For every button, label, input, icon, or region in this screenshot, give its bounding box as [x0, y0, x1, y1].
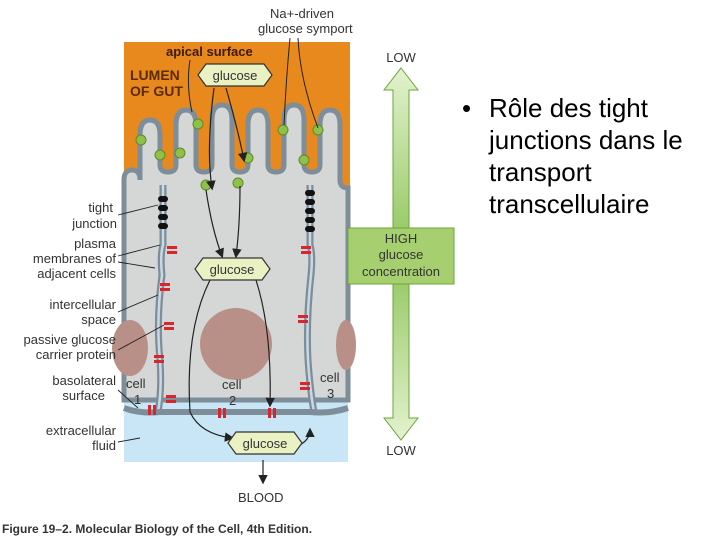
tight-junction-label: tight	[88, 200, 113, 215]
symporter-proteins	[135, 118, 324, 191]
apical-surface-label: apical surface	[166, 44, 253, 59]
plasma-membranes-label: plasma	[74, 236, 117, 251]
svg-text:glucose: glucose	[243, 436, 288, 451]
intercellular-space-label: intercellular	[50, 297, 117, 312]
blood-label: BLOOD	[238, 490, 284, 505]
apical-pointer	[187, 59, 193, 113]
gradient-low-bottom: LOW	[386, 443, 416, 458]
svg-text:glucose: glucose	[210, 262, 255, 277]
tight-junction-label-2: junction	[71, 216, 117, 231]
gradient-low-top: LOW	[386, 50, 416, 65]
tight-junction-right	[305, 190, 315, 232]
basolateral-label: basolateral	[52, 373, 116, 388]
symport-pointer	[297, 37, 319, 129]
lumen-label: LUMEN	[130, 67, 180, 83]
bullet-dot: •	[462, 93, 472, 123]
lumen-label-2: OF GUT	[130, 83, 183, 99]
nucleus-cell-3	[336, 320, 356, 370]
extracellular-label: extracellular	[46, 423, 117, 438]
glucose-blood: glucose	[227, 431, 303, 455]
bullet-point: • Rôle des tight junctions dans le trans…	[462, 92, 712, 220]
symport-label: Na+-driven	[270, 6, 334, 21]
extracellular-label-2: fluid	[92, 438, 116, 453]
carrier-protein-label: passive glucose	[24, 332, 117, 347]
glucose-lumen: glucose	[197, 63, 273, 87]
cell-2-number: 2	[229, 393, 236, 408]
cell-3-number: 3	[327, 386, 334, 401]
high-concentration-box	[347, 227, 455, 285]
tight-junction-left	[158, 196, 168, 229]
symport-label-2: glucose symport	[258, 21, 353, 36]
intercellular-space-2	[306, 185, 316, 413]
glucose-arrows	[188, 87, 315, 485]
cell-1-label: cell	[126, 376, 146, 391]
basolateral-label-2: surface	[62, 388, 105, 403]
figure-caption: Figure 19–2. Molecular Biology of the Ce…	[2, 522, 313, 536]
intercellular-space-label-2: space	[81, 312, 116, 327]
cell-2-label: cell	[222, 377, 242, 392]
nucleus-cell-1	[112, 320, 148, 376]
bullet-text: Rôle des tight junctions dans le transpo…	[489, 93, 683, 219]
basolateral-membrane	[122, 405, 349, 416]
svg-text:glucose: glucose	[213, 68, 258, 83]
cell-3-label: cell	[320, 370, 340, 385]
passive-carrier-proteins	[148, 246, 311, 418]
high-label-3: concentration	[362, 264, 440, 279]
cell-1-number: 1	[134, 392, 141, 407]
glucose-cytoplasm: glucose	[194, 257, 271, 281]
symport-pointer-2	[283, 37, 291, 126]
intercellular-space-1	[156, 185, 165, 413]
carrier-protein-label-2: carrier protein	[36, 347, 116, 362]
label-pointers	[117, 204, 165, 443]
plasma-membranes-label-2: membranes of	[33, 251, 116, 266]
high-label-2: glucose	[379, 247, 424, 262]
plasma-membranes-label-3: adjacent cells	[37, 266, 116, 281]
nucleus-cell-2	[200, 308, 272, 380]
high-label-1: HIGH	[385, 231, 418, 246]
